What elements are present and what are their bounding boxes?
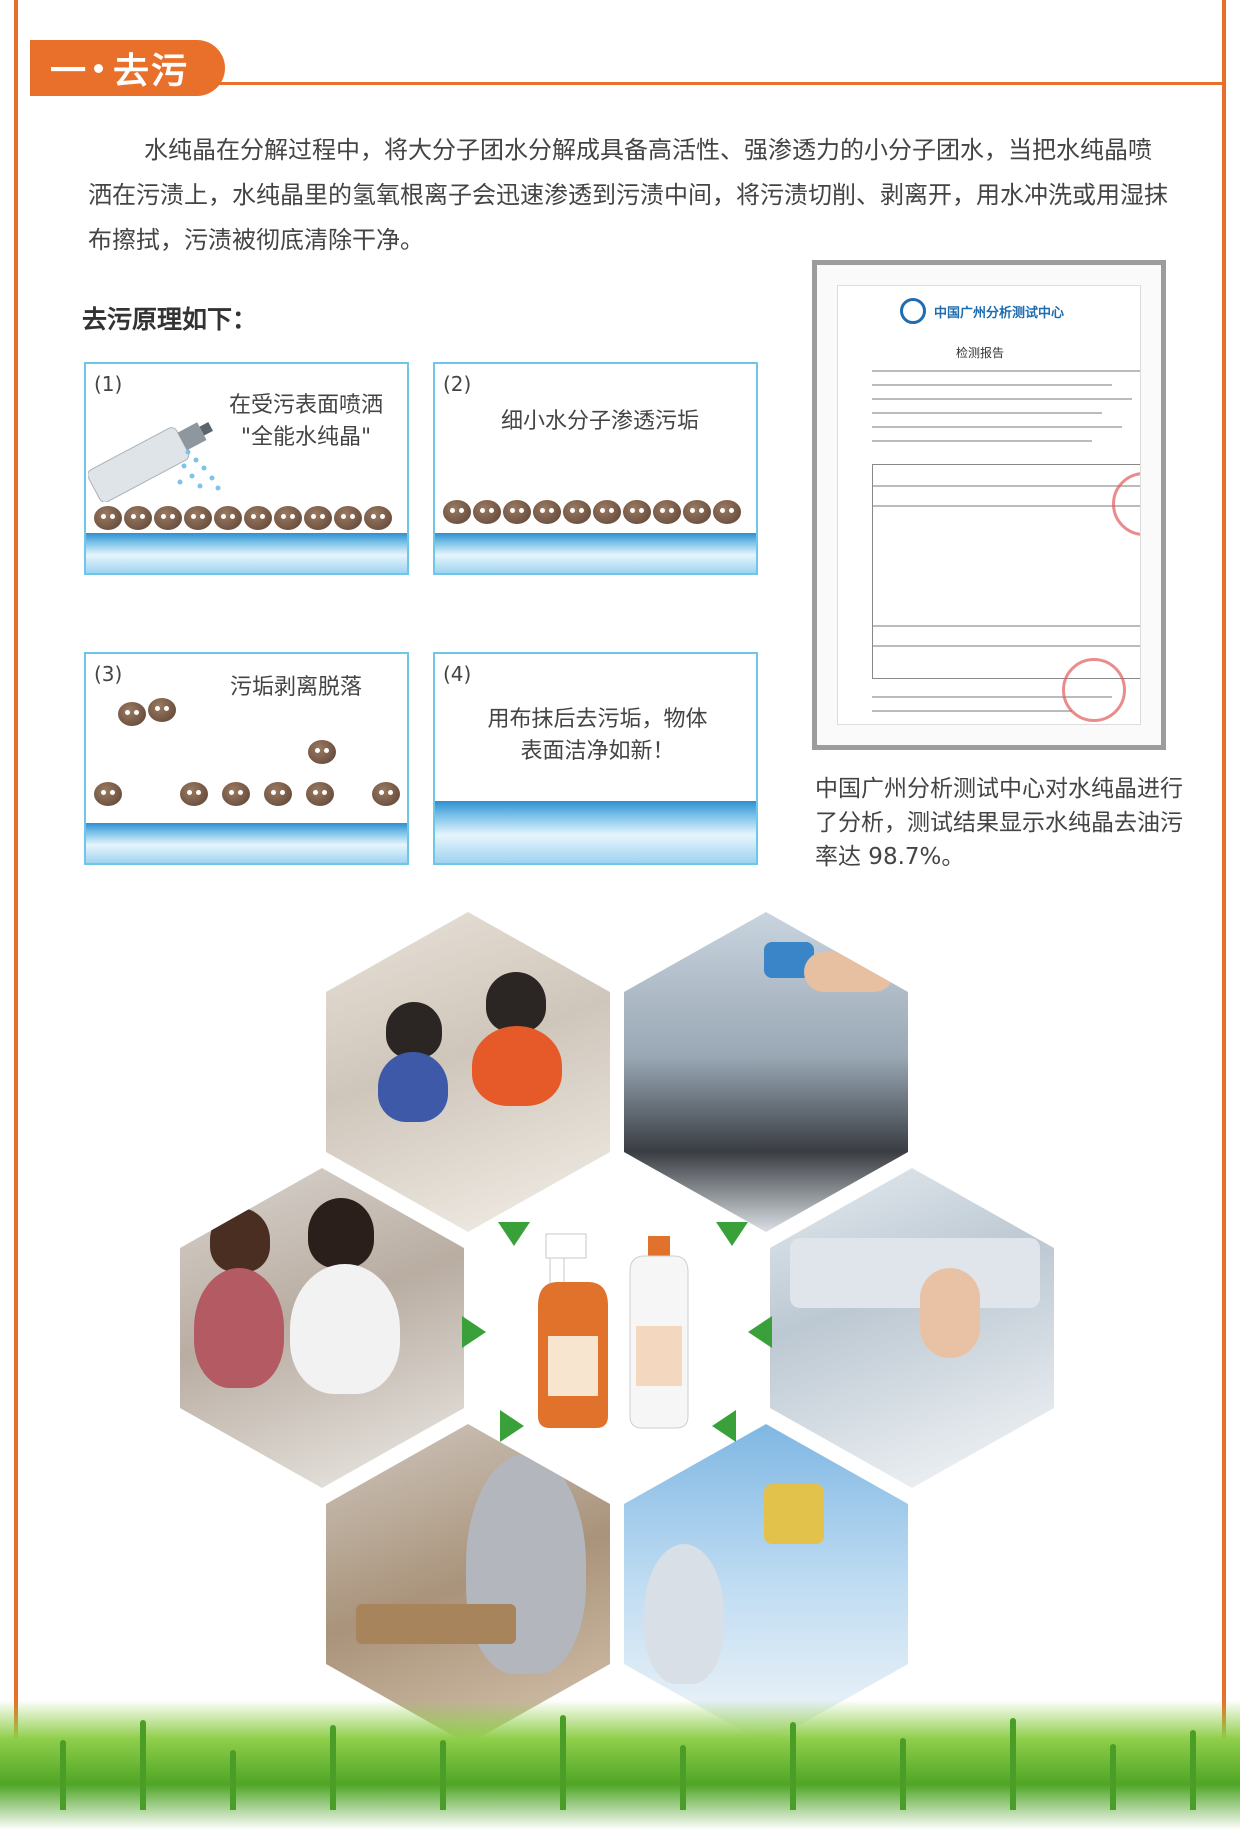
panel-number: (4) (443, 662, 472, 686)
dirt-particle (308, 740, 336, 764)
principle-panel-3: (3) 污垢剥离脱落 (84, 652, 409, 865)
principle-panel-1: (1) 在受污表面喷洒 "全能水纯晶" (84, 362, 409, 575)
arrow-icon (748, 1316, 772, 1348)
dirt-particles (443, 500, 741, 524)
panel-number: (2) (443, 372, 472, 396)
water-surface (86, 533, 407, 573)
red-stamp-icon (1062, 658, 1126, 722)
dirt-particles (94, 782, 407, 806)
report-logo: 中国广州分析测试中心 (900, 298, 1064, 324)
dirt-particle (118, 702, 146, 726)
photo-couple-washing-dishes (180, 1168, 464, 1488)
panel-number: (3) (94, 662, 123, 686)
dirt-particles (94, 506, 392, 530)
water-surface (435, 801, 756, 863)
water-surface (435, 533, 756, 573)
panel-text: 细小水分子渗透污垢 (500, 409, 699, 434)
dirt-particle (148, 698, 176, 722)
arrow-icon (500, 1410, 524, 1442)
section-title: 去污 (113, 51, 190, 92)
principle-panel-4: (4) 用布抹后去污垢，物体 表面洁净如新！ (433, 652, 758, 865)
arrow-icon (712, 1410, 736, 1442)
arrow-icon (498, 1222, 530, 1246)
report-sheet: 中国广州分析测试中心 检测报告 (837, 285, 1141, 725)
report-caption: 中国广州分析测试中心对水纯晶进行了分析，测试结果显示水纯晶去油污率达 98.7%… (815, 776, 1183, 870)
product-bottles-icon (538, 1233, 689, 1429)
bullet-dot-icon (94, 63, 104, 73)
arrow-icon (462, 1316, 486, 1348)
section-number: 一 (50, 51, 89, 92)
photo-window-cleaning (624, 1424, 908, 1744)
principle-panel-2: (2) 细小水分子渗透污垢 (433, 362, 758, 575)
panel-number: (1) (94, 372, 123, 396)
principle-title: 去污原理如下： (82, 305, 258, 334)
spray-bottle-icon (88, 422, 221, 502)
photo-kids-cleaning-floor (326, 912, 610, 1232)
test-report-image: 中国广州分析测试中心 检测报告 (812, 260, 1166, 750)
photo-wiping-table (326, 1424, 610, 1744)
photo-air-conditioner-cleaning (770, 1168, 1054, 1488)
header-rule (30, 82, 1226, 85)
panel-text: 污垢剥离脱落 (229, 675, 362, 700)
report-table (872, 464, 1140, 679)
intro-paragraph: 水纯晶在分解过程中，将大分子团水分解成具备高活性、强渗透力的小分子团水，当把水纯… (88, 136, 1168, 254)
panel-text: 在受污表面喷洒 "全能水纯晶" (228, 393, 383, 450)
report-doc-title: 检测报告 (956, 346, 1005, 360)
grass-footer (0, 1700, 1240, 1830)
report-logo-icon (900, 298, 926, 324)
page-frame (14, 0, 1226, 1830)
arrow-icon (716, 1222, 748, 1246)
section-header-tab: 一 去污 (30, 40, 225, 96)
panel-text: 用布抹后去污垢，物体 表面洁净如新！ (487, 707, 708, 764)
water-surface (86, 823, 407, 863)
